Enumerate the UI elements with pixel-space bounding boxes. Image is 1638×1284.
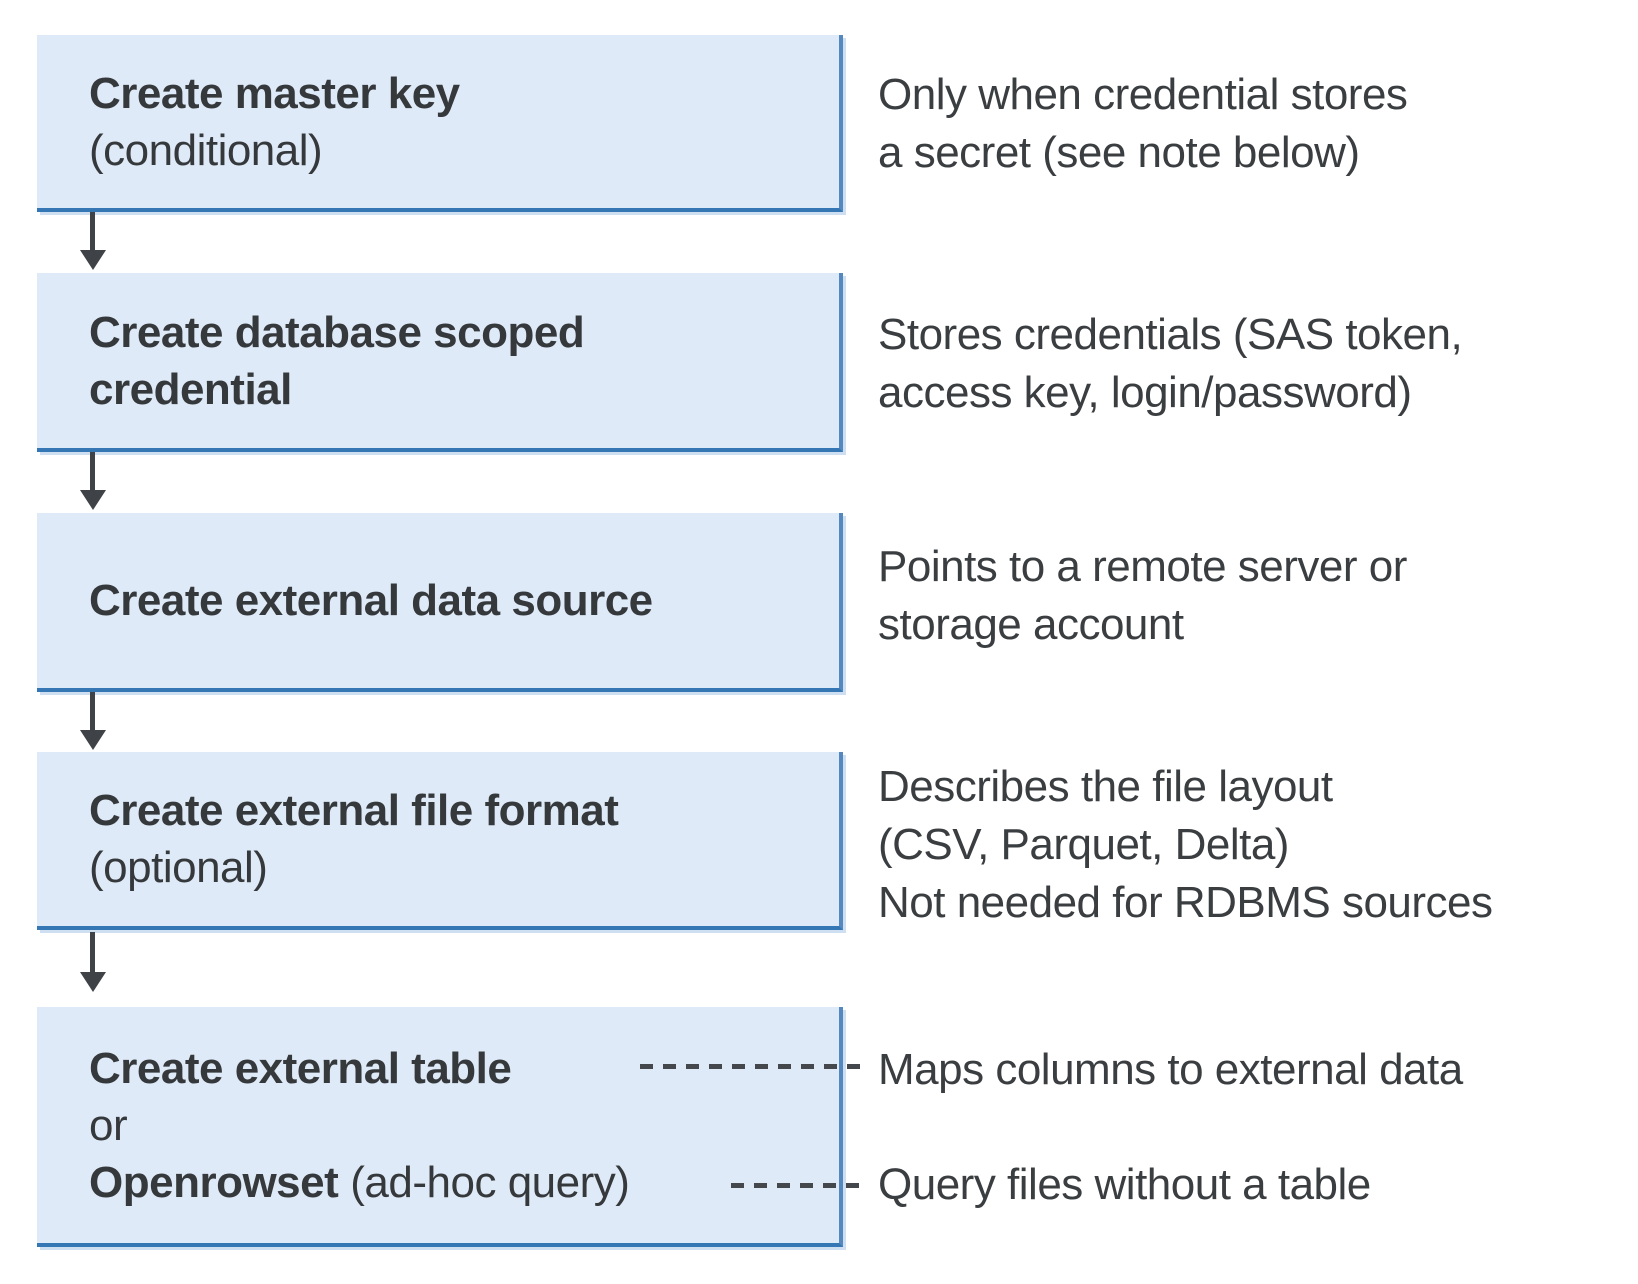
dashed-connector-openrowset	[731, 1183, 863, 1188]
step-alt-title-line: Openrowset(ad-hoc query)	[89, 1154, 839, 1211]
down-arrow-connector-4	[79, 932, 106, 992]
note-line: storage account	[878, 600, 1184, 649]
arrow-stem	[90, 932, 95, 972]
step-title: Create external data source	[89, 576, 653, 625]
step-subtitle: (conditional)	[89, 125, 323, 175]
arrow-stem	[90, 452, 95, 490]
note-line: access key, login/password)	[878, 368, 1412, 417]
step-box-create-external-table-or-openrowset: Create external table or Openrowset(ad-h…	[37, 1007, 843, 1247]
step-subtitle: (optional)	[89, 843, 268, 892]
note-master-key: Only when credential stores a secret (se…	[878, 66, 1408, 182]
step-title: Create external file format	[89, 786, 619, 835]
step-title: Create external table	[89, 1043, 512, 1093]
note-line: Query files without a table	[878, 1160, 1371, 1209]
note-line: Not needed for RDBMS sources	[878, 878, 1493, 927]
arrow-stem	[90, 212, 95, 250]
down-arrowhead-icon	[79, 972, 106, 992]
step-title-line1: Create database scoped	[89, 307, 585, 357]
down-arrow-connector-1	[79, 212, 106, 270]
down-arrowhead-icon	[79, 250, 106, 270]
step-box-create-database-scoped-credential: Create database scoped credential	[37, 273, 843, 452]
down-arrow-connector-2	[79, 452, 106, 510]
step-alt-title: Openrowset	[89, 1157, 339, 1207]
step-title-line2: credential	[89, 364, 292, 414]
step-title: Create master key	[89, 68, 460, 118]
down-arrowhead-icon	[79, 490, 106, 510]
step-alt-subtitle: (ad-hoc query)	[350, 1157, 630, 1207]
note-line: Points to a remote server or	[878, 542, 1407, 591]
arrow-stem	[90, 692, 95, 730]
note-line: Only when credential stores	[878, 70, 1408, 119]
note-line: (CSV, Parquet, Delta)	[878, 820, 1289, 869]
note-database-scoped-credential: Stores credentials (SAS token, access ke…	[878, 306, 1463, 422]
step-box-create-master-key: Create master key (conditional)	[37, 35, 843, 212]
step-or-label: or	[89, 1100, 128, 1150]
note-external-data-source: Points to a remote server or storage acc…	[878, 538, 1407, 654]
down-arrow-connector-3	[79, 692, 106, 750]
down-arrowhead-icon	[79, 730, 106, 750]
note-line: Maps columns to external data	[878, 1045, 1463, 1094]
note-openrowset: Query files without a table	[878, 1156, 1371, 1214]
note-external-table: Maps columns to external data	[878, 1041, 1463, 1099]
dashed-connector-external-table	[640, 1064, 868, 1069]
step-box-create-external-file-format: Create external file format (optional)	[37, 752, 843, 930]
note-line: a secret (see note below)	[878, 128, 1360, 177]
step-box-create-external-data-source: Create external data source	[37, 513, 843, 692]
note-line: Describes the file layout	[878, 762, 1333, 811]
note-external-file-format: Describes the file layout (CSV, Parquet,…	[878, 758, 1493, 932]
note-line: Stores credentials (SAS token,	[878, 310, 1463, 359]
